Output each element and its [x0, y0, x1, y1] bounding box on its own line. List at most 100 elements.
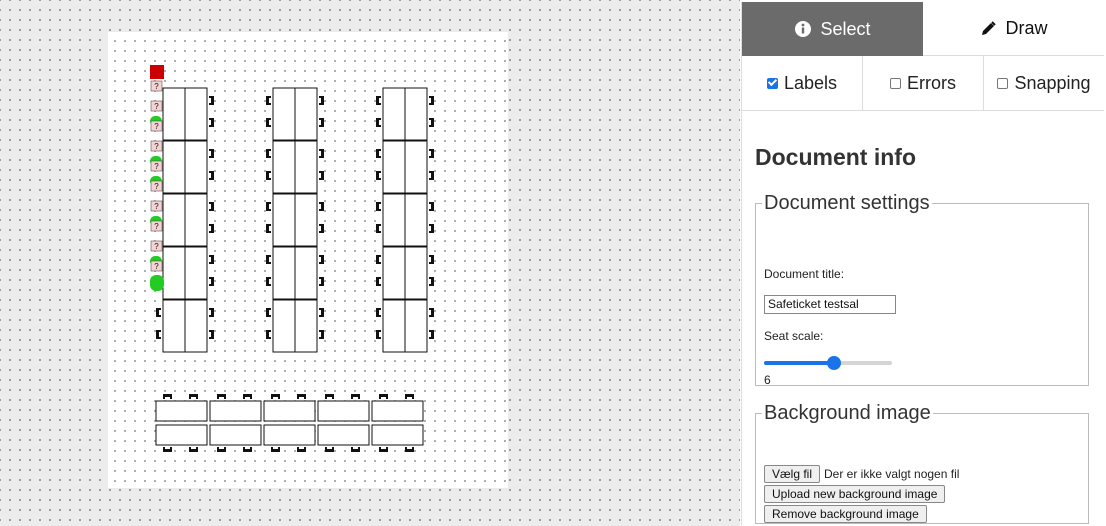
chair-arm[interactable] — [159, 337, 161, 339]
chair-arm[interactable] — [386, 397, 388, 399]
chair-arm[interactable] — [217, 447, 219, 449]
chair-arm[interactable] — [405, 447, 407, 449]
chair[interactable] — [379, 394, 388, 397]
chair-arm[interactable] — [269, 118, 271, 120]
table[interactable] — [382, 87, 406, 141]
table[interactable] — [263, 400, 316, 422]
chair-arm[interactable] — [379, 209, 381, 211]
chair-arm[interactable] — [319, 103, 321, 105]
chair-arm[interactable] — [429, 308, 431, 310]
chair-arm[interactable] — [209, 96, 211, 98]
chair[interactable] — [376, 308, 379, 317]
chair-arm[interactable] — [379, 330, 381, 332]
chair-arm[interactable] — [429, 277, 431, 279]
chair-arm[interactable] — [379, 255, 381, 257]
chair-arm[interactable] — [429, 178, 431, 180]
chair-arm[interactable] — [224, 397, 226, 399]
table[interactable] — [404, 87, 428, 141]
chair[interactable] — [189, 394, 198, 397]
seat-label-box[interactable] — [150, 260, 163, 272]
table[interactable] — [155, 400, 208, 422]
chair-arm[interactable] — [209, 149, 211, 151]
chair-arm[interactable] — [379, 103, 381, 105]
chair-arm[interactable] — [379, 202, 381, 204]
chair-arm[interactable] — [243, 447, 245, 449]
chair-arm[interactable] — [319, 96, 321, 98]
chair[interactable] — [376, 96, 379, 105]
chair[interactable] — [156, 330, 159, 339]
chair[interactable] — [321, 224, 324, 233]
chair-arm[interactable] — [224, 447, 226, 449]
chair[interactable] — [211, 149, 214, 158]
chair[interactable] — [266, 330, 269, 339]
seat-label[interactable]: ? — [154, 182, 159, 191]
table[interactable] — [272, 87, 296, 141]
seat-label-box[interactable] — [150, 240, 163, 252]
chair-arm[interactable] — [209, 308, 211, 310]
chair-arm[interactable] — [209, 178, 211, 180]
table[interactable] — [294, 246, 318, 300]
chair-arm[interactable] — [209, 330, 211, 332]
chair-arm[interactable] — [379, 224, 381, 226]
chair-arm[interactable] — [189, 397, 191, 399]
seat-label[interactable]: ? — [154, 222, 159, 231]
table[interactable] — [162, 140, 186, 194]
table[interactable] — [382, 246, 406, 300]
chair-arm[interactable] — [319, 315, 321, 317]
chair[interactable] — [431, 118, 434, 127]
chair-arm[interactable] — [379, 231, 381, 233]
table[interactable] — [294, 140, 318, 194]
table[interactable] — [209, 400, 262, 422]
chair-arm[interactable] — [209, 202, 211, 204]
chair-arm[interactable] — [269, 125, 271, 127]
chair-arm[interactable] — [209, 171, 211, 173]
chair-arm[interactable] — [209, 118, 211, 120]
chair-arm[interactable] — [379, 447, 381, 449]
chair-arm[interactable] — [379, 397, 381, 399]
chair-arm[interactable] — [379, 96, 381, 98]
chair-arm[interactable] — [325, 447, 327, 449]
table[interactable] — [382, 193, 406, 247]
chair[interactable] — [431, 277, 434, 286]
seat-label[interactable]: ? — [154, 102, 159, 111]
errors-toggle[interactable]: Errors — [863, 56, 984, 110]
chair-arm[interactable] — [332, 447, 334, 449]
chair-arm[interactable] — [319, 171, 321, 173]
chair-arm[interactable] — [304, 447, 306, 449]
upload-background-button[interactable]: Upload new background image — [764, 485, 946, 503]
chair-arm[interactable] — [379, 156, 381, 158]
chair[interactable] — [163, 449, 172, 452]
chair[interactable] — [211, 330, 214, 339]
seat-label-box[interactable] — [150, 220, 163, 232]
chair-arm[interactable] — [196, 447, 198, 449]
chair-arm[interactable] — [170, 397, 172, 399]
seat-label[interactable]: ? — [154, 242, 159, 251]
chair-arm[interactable] — [297, 397, 299, 399]
chair-arm[interactable] — [379, 262, 381, 264]
chair[interactable] — [431, 171, 434, 180]
chair[interactable] — [431, 202, 434, 211]
chair[interactable] — [325, 394, 334, 397]
chair-arm[interactable] — [429, 255, 431, 257]
chair-arm[interactable] — [209, 277, 211, 279]
chair-arm[interactable] — [209, 231, 211, 233]
chair[interactable] — [266, 118, 269, 127]
chair-arm[interactable] — [319, 262, 321, 264]
chair-arm[interactable] — [269, 255, 271, 257]
chair[interactable] — [211, 202, 214, 211]
chair-arm[interactable] — [429, 231, 431, 233]
seat-label-box[interactable] — [150, 200, 163, 212]
chair-arm[interactable] — [412, 397, 414, 399]
chair[interactable] — [376, 330, 379, 339]
chair-arm[interactable] — [379, 171, 381, 173]
table[interactable] — [294, 87, 318, 141]
table[interactable] — [404, 140, 428, 194]
table[interactable] — [382, 299, 406, 353]
chair[interactable] — [321, 255, 324, 264]
chair-arm[interactable] — [405, 397, 407, 399]
chair[interactable] — [297, 449, 306, 452]
seat-label-box[interactable] — [150, 120, 163, 132]
table[interactable] — [184, 246, 208, 300]
chair[interactable] — [266, 96, 269, 105]
chair[interactable] — [297, 394, 306, 397]
